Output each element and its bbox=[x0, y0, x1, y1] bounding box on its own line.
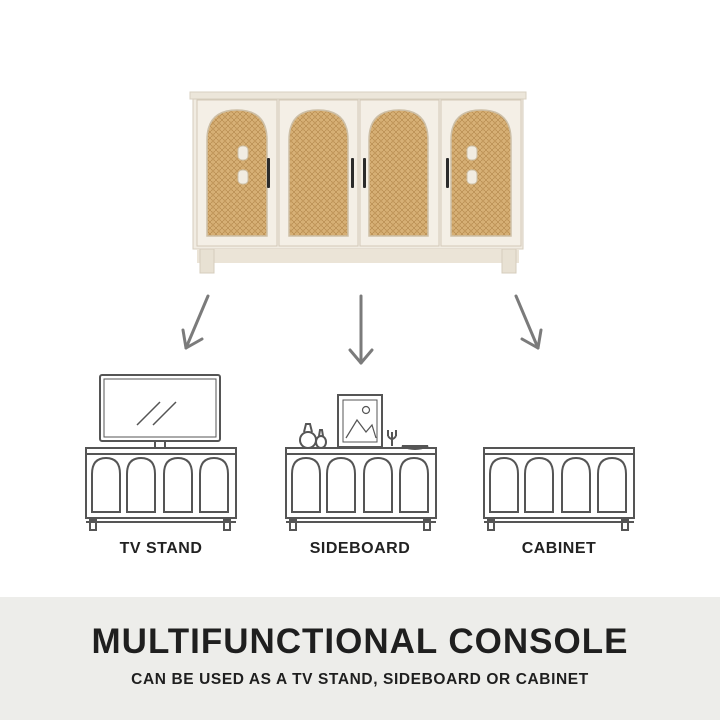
door bbox=[278, 99, 359, 247]
sideboard-icon bbox=[285, 394, 437, 531]
cabinet-label: CABINET bbox=[521, 540, 597, 557]
tv-stand-label: TV STAND bbox=[119, 540, 203, 557]
cabinet-icon bbox=[483, 447, 635, 531]
banner-subline: CAN BE USED AS A TV STAND, SIDEBOARD OR … bbox=[131, 671, 589, 688]
info-banner bbox=[0, 597, 720, 720]
arrow-down-right-icon bbox=[514, 294, 543, 350]
door bbox=[359, 99, 440, 247]
tv-stand-icon bbox=[85, 374, 237, 531]
arrow-down-icon bbox=[348, 294, 374, 365]
arrow-down-left-icon bbox=[181, 294, 210, 350]
sideboard-label: SIDEBOARD bbox=[309, 540, 411, 557]
rattan-sideboard-photo bbox=[189, 91, 527, 274]
door bbox=[196, 99, 278, 247]
banner-headline: MULTIFUNCTIONAL CONSOLE bbox=[91, 622, 629, 661]
door bbox=[440, 99, 522, 247]
